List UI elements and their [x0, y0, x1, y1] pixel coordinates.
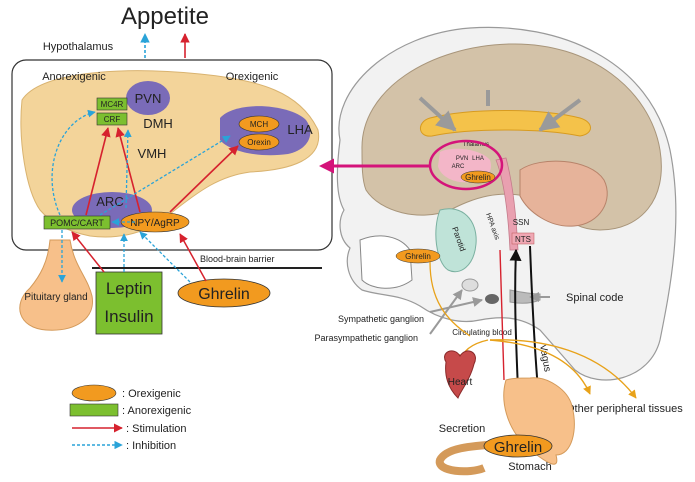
crf-box: [96, 112, 128, 126]
other-tissues-label: Other peripheral tissues: [566, 403, 683, 415]
red-nerve: [499, 249, 505, 381]
ghrelin-to-arc-inhibition: [139, 231, 191, 283]
arc-small-label: ARC: [452, 164, 465, 170]
stomach-label: Stomach: [508, 461, 551, 473]
mch-label: MCH: [250, 120, 268, 129]
ghrelin-oval: [177, 278, 271, 308]
ghrelin-to-npy-arrow: [179, 233, 207, 282]
nts-box: [511, 232, 535, 245]
legend-anorexigenic-swatch: [69, 403, 119, 417]
leptin-label: Leptin: [106, 279, 152, 298]
bbb-label: Blood-brain barrier: [200, 254, 275, 264]
pvn-label: PVN: [135, 91, 162, 106]
orexin-label: Orexin: [247, 138, 271, 147]
orexin-oval: [238, 133, 280, 151]
vagus-label: Vagus: [537, 344, 553, 373]
parotid-gland: [435, 208, 477, 273]
legend-anorexigenic-label: : Anorexigenic: [122, 405, 192, 417]
npy-agrp-oval: [120, 211, 190, 233]
ghrelin-brain-oval: [460, 170, 496, 184]
leptin-insulin-box: [95, 271, 163, 335]
sympathetic-label: Sympathetic ganglion: [338, 314, 424, 324]
legend-orexigenic-label: : Orexigenic: [122, 388, 181, 400]
ghrelin-stomach-label: Ghrelin: [494, 439, 542, 456]
npy-to-lha-arrow: [169, 145, 239, 213]
spinal-code-label: Spinal code: [566, 292, 624, 304]
ghrelin-mouth-oval: [395, 248, 441, 264]
legend-stimulation-label: : Stimulation: [126, 423, 187, 435]
mc4r-box: [96, 97, 128, 111]
arc-label: ARC: [96, 194, 123, 209]
ghrelin-stomach-oval: [483, 434, 553, 458]
heart-label: Heart: [448, 377, 473, 388]
appetite-title: Appetite: [121, 3, 209, 30]
nts-label: NTS: [515, 235, 531, 244]
vagus-nerve-up: [509, 248, 522, 391]
jaw-teeth: [359, 235, 413, 289]
gray-arrow-right: [538, 98, 582, 132]
lha-label: LHA: [287, 122, 313, 137]
lha-small-label: LHA: [472, 156, 484, 162]
parasympathetic-ganglion-dot: [461, 278, 479, 292]
pomc-to-lha-inhibition: [99, 135, 231, 216]
pvn-small-label: PVN: [456, 156, 468, 162]
leptin-to-pomc-arrow: [71, 231, 105, 273]
parasympathetic-pointer: [429, 289, 463, 335]
pomc-cart-label: POMC/CART: [50, 218, 104, 228]
duodenum: [435, 440, 501, 476]
secretion-label: Secretion: [439, 423, 485, 435]
pomc-cart-box: [43, 215, 111, 230]
ghrelin-label: Ghrelin: [198, 286, 250, 303]
circulation-to-tissues-2: [489, 339, 591, 395]
hypothalamus-label: Hypothalamus: [43, 41, 114, 53]
heart-shape: [444, 350, 476, 399]
npy-agrp-label: NPY/AgRP: [130, 218, 180, 229]
mouth-to-blood: [429, 261, 471, 337]
circulating-blood-label: Circulating blood: [452, 328, 512, 337]
gray-arrow-left: [418, 96, 457, 132]
pituitary-shape: [19, 239, 93, 331]
sympathetic-pointer: [429, 297, 483, 313]
parasympathetic-label: Parasympathetic ganglion: [314, 333, 418, 343]
sympathetic-ganglion-dot: [485, 294, 499, 304]
pvn-nucleus: [126, 81, 170, 115]
npy-to-pvn-arrow: [115, 127, 141, 213]
dmh-label: DMH: [143, 116, 173, 131]
insulin-label: Insulin: [104, 307, 153, 326]
orexigenic-label: Orexigenic: [226, 71, 279, 83]
pomc-to-mc4r-inhibition: [51, 109, 96, 216]
anorexigenic-label: Anorexigenic: [42, 71, 106, 83]
ssn-label: SSN: [513, 218, 530, 227]
vagus-nerve-down: [529, 245, 544, 392]
ghrelin-mouth-label: Ghrelin: [405, 252, 431, 261]
legend-orexigenic-swatch: [71, 384, 117, 402]
crf-label: CRF: [104, 115, 121, 124]
thalamus-label: Thalamus: [463, 142, 489, 148]
mc4r-label: MC4R: [101, 100, 124, 109]
mch-oval: [238, 115, 280, 133]
legend-inhibition-label: : Inhibition: [126, 440, 176, 452]
pomc-to-pvn-arrow: [85, 127, 111, 216]
vmh-label: VMH: [138, 146, 167, 161]
ghrelin-brain-label: Ghrelin: [465, 173, 491, 182]
cerebellum: [519, 160, 608, 227]
arc-to-crf-inhibition: [123, 129, 132, 209]
pituitary-label: Pituitary gland: [24, 292, 87, 303]
circulation-to-tissues: [489, 339, 637, 399]
